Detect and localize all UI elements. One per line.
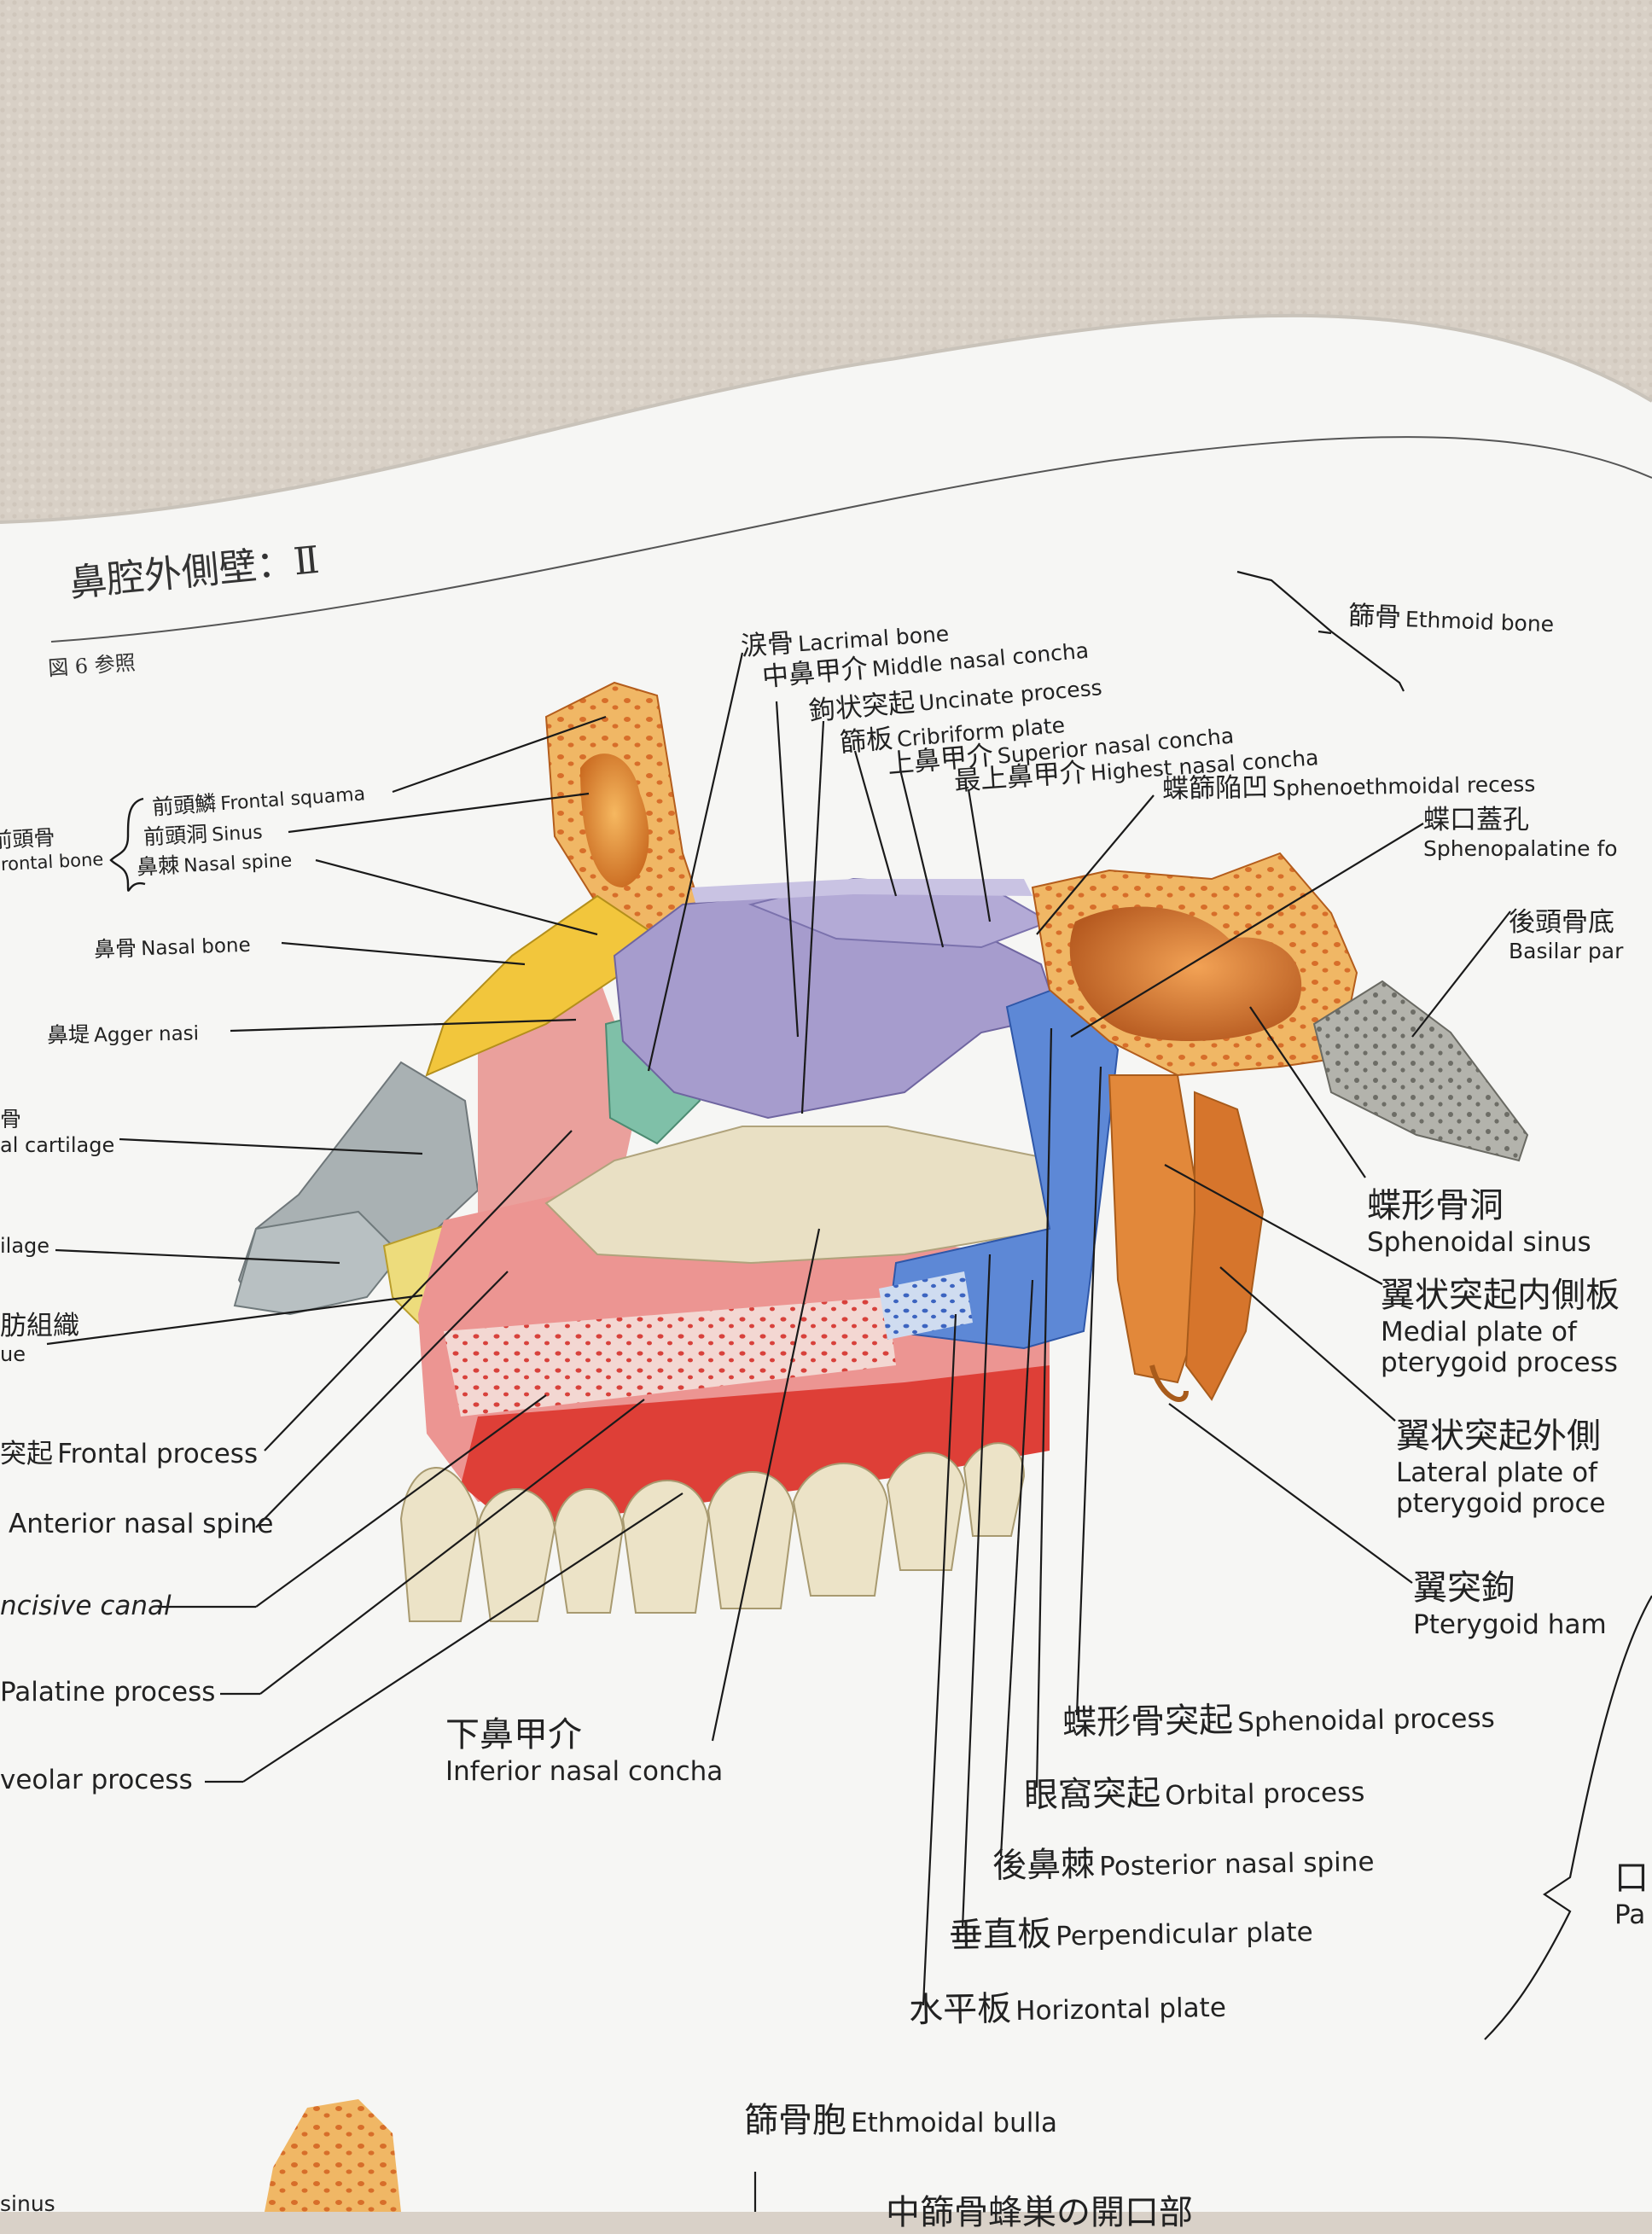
leader-lines [46, 570, 1652, 2212]
label-sinus-partial: sinus [0, 2191, 55, 2216]
cribriform-plate [691, 879, 1032, 903]
label-nasal-bone: 鼻骨 Nasal bone [93, 934, 252, 963]
label-sphenoidal-process: 蝶形骨突起 Sphenoidal process [1062, 1700, 1496, 1743]
label-horizontal-plate: 水平板 Horizontal plate [908, 1989, 1227, 2031]
label-orbital-process: 眼窩突起 Orbital process [1023, 1773, 1365, 1816]
label-sphenopalatine-foramen: 蝶口蓋孔 Sphenopalatine fo [1423, 805, 1618, 861]
occipital-basilar-part [1312, 980, 1529, 1162]
label-fatty-tissue: 肪組織 ue [0, 1311, 79, 1366]
frontal-sinus [580, 753, 649, 887]
label-pterygoid-hamulus: 翼突鉤 Pterygoid ham [1413, 1568, 1607, 1640]
label-alar-cartilage: ilage [0, 1234, 50, 1258]
alveolar-red [461, 1365, 1050, 1527]
label-lateral-pterygoid-plate: 翼状突起外側 Lateral plate of pterygoid proce [1396, 1417, 1606, 1519]
frontal-bracket [109, 797, 146, 892]
label-ethmoid-bone: 篩骨 Ethmoid bone [1347, 600, 1555, 637]
header-rule [50, 436, 1652, 643]
label-inferior-nasal-concha: 下鼻甲介 Inferior nasal concha [445, 1715, 724, 1787]
palatine-horizontal-spongy [879, 1271, 973, 1340]
label-right-partial: 口 Pa [1614, 1859, 1649, 1930]
label-bottom-partial: 中篩骨蜂巣の開口部 [886, 2193, 1193, 2232]
label-palatine-process: Palatine process [0, 1677, 216, 1707]
teeth [399, 1442, 1026, 1622]
alar-cartilage [233, 1210, 403, 1316]
pterygoid-hamulus [1149, 1364, 1189, 1402]
label-medial-pterygoid-plate: 翼状突起内側板 Medial plate of pterygoid proces… [1381, 1276, 1620, 1378]
label-frontal-bone: 前頭骨 rontal bone [0, 824, 104, 876]
anatomy-illustration [233, 681, 1529, 1622]
figure-reference: 図 6 参照 [47, 650, 137, 681]
pterygoid-lateral-plate [1184, 1091, 1265, 1401]
bottom-bone-fragment [265, 2099, 401, 2212]
sphenoidal-sinus [1069, 906, 1302, 1041]
label-posterior-nasal-spine: 後鼻棘 Posterior nasal spine [992, 1844, 1375, 1886]
label-basilar-part: 後頭骨底 Basilar par [1509, 907, 1624, 963]
label-perpendicular-plate: 垂直板 Perpendicular plate [948, 1914, 1314, 1956]
label-sphenoidal-sinus: 蝶形骨洞 Sphenoidal sinus [1367, 1186, 1591, 1258]
palatine-spongy [444, 1297, 896, 1417]
label-alveolar-process: veolar process [0, 1765, 193, 1795]
page-edge-shadow [0, 313, 1652, 524]
label-lateral-cartilage: 骨 al cartilage [0, 1107, 115, 1157]
label-anterior-nasal-spine: Anterior nasal spine [9, 1509, 274, 1539]
label-agger-nasi: 鼻堤 Agger nasi [46, 1021, 200, 1048]
label-incisive-canal: ncisive canal [0, 1591, 172, 1621]
label-frontal-process: 突起 Frontal process [0, 1439, 259, 1469]
label-ethmoidal-bulla: 篩骨胞 Ethmoidal bulla [744, 2101, 1057, 2140]
nasal-bone [425, 894, 650, 1077]
